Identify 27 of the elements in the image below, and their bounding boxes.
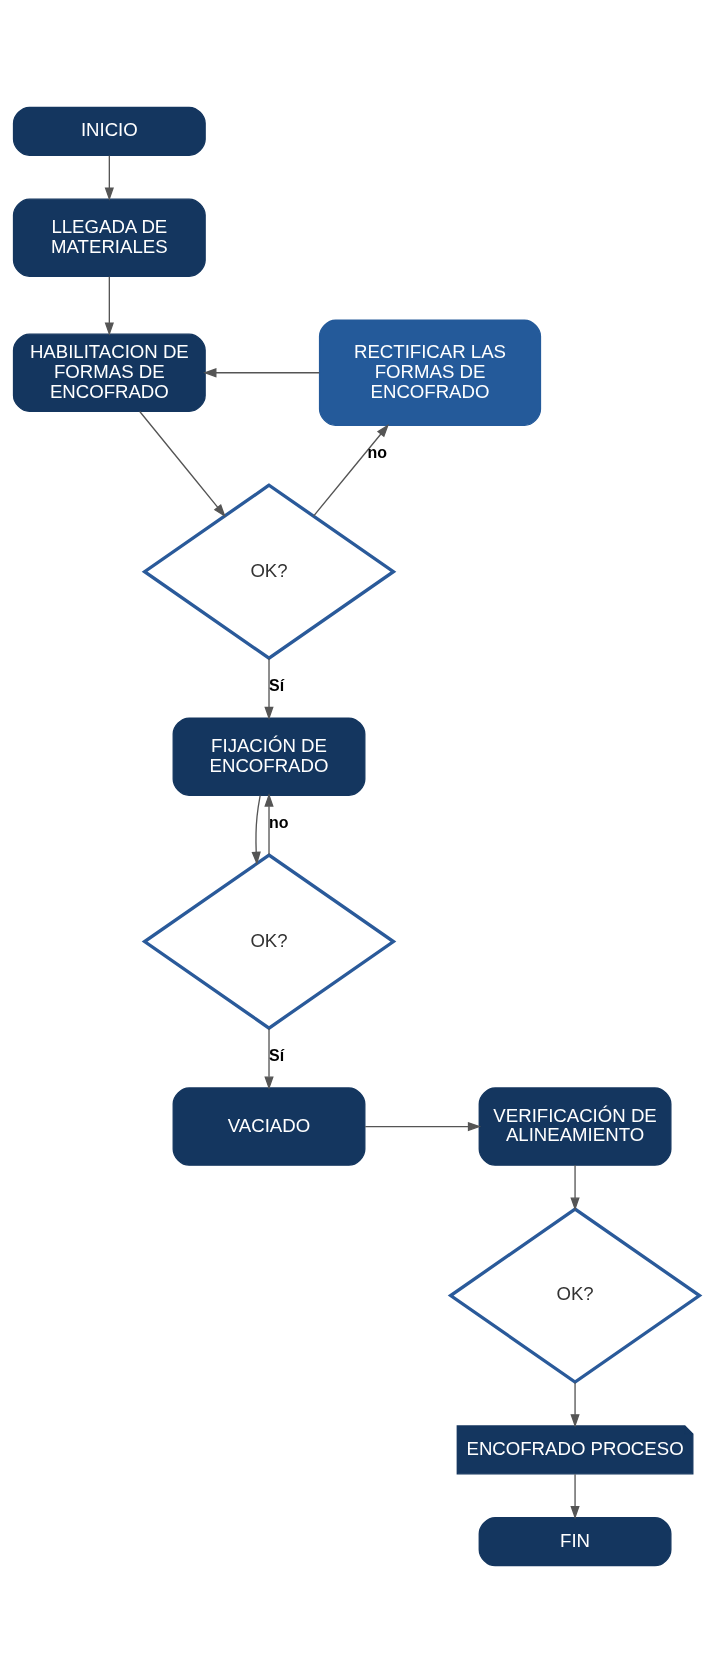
node-box: FIN: [478, 1516, 672, 1566]
arrow: [251, 794, 261, 865]
arrow: [264, 1027, 274, 1090]
arrow: [203, 367, 320, 377]
node-diamond: OK?: [447, 1206, 703, 1384]
node-box: FIJACIÓN DE ENCOFRADO: [172, 716, 366, 796]
arrow: [570, 1381, 580, 1427]
arrow: [139, 410, 226, 517]
arrow: [104, 154, 114, 201]
arrow: [104, 275, 114, 336]
edge-label: no: [367, 443, 387, 461]
edge-label: Sí: [269, 1046, 285, 1064]
arrow: [264, 792, 274, 855]
node-box: INICIO: [12, 106, 206, 156]
arrow: [570, 1473, 580, 1519]
arrow: [364, 1121, 482, 1131]
edge-label: Sí: [269, 676, 285, 694]
arrow: [312, 423, 389, 517]
node-box: VACIADO: [172, 1086, 366, 1166]
arrow: [570, 1164, 580, 1211]
node-box: HABILITACION DE FORMAS DE ENCOFRADO: [12, 333, 206, 412]
node-box: VERIFICACIÓN DE ALINEAMIENTO: [478, 1086, 672, 1166]
node-diamond: OK?: [141, 482, 397, 660]
node-box: RECTIFICAR LAS FORMAS DE ENCOFRADO: [318, 319, 542, 426]
edge-label: no: [269, 813, 289, 831]
node-box: LLEGADA DE MATERIALES: [12, 197, 206, 277]
arrow: [264, 657, 274, 720]
